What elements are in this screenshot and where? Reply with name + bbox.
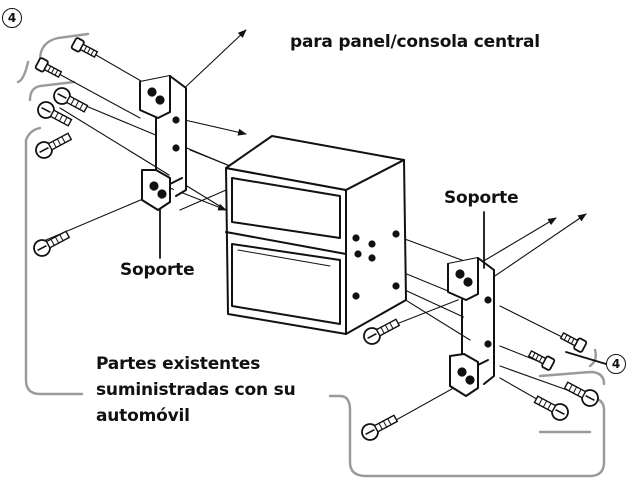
existing-parts-label-line1: Partes existentes — [96, 354, 261, 374]
screw-icon — [37, 101, 73, 127]
screw-icon — [563, 381, 599, 407]
screw-group-bracket-right — [328, 348, 606, 478]
existing-parts-label-line2: suministradas con su — [96, 380, 296, 400]
screw-group-bracket-left — [16, 32, 90, 396]
bracket-left-label: Soporte — [120, 260, 195, 280]
bracket-left — [139, 75, 187, 211]
screw-count-callout-right: 4 — [606, 354, 626, 374]
mount-title-label: para panel/consola central — [290, 32, 540, 52]
screw-icon — [361, 414, 399, 441]
screw-icon — [34, 57, 63, 79]
screw-icon — [35, 132, 73, 159]
screws — [33, 37, 599, 441]
screw-icon — [363, 318, 401, 345]
screw-icon — [33, 230, 71, 257]
screw-icon — [533, 395, 569, 421]
screw-count-callout-left: 4 — [2, 8, 22, 28]
bracket-right — [447, 257, 495, 397]
leader-callout-right — [565, 351, 607, 365]
existing-parts-label-line3: automóvil — [96, 406, 190, 426]
screw-icon — [527, 349, 556, 371]
screw-icon — [559, 331, 588, 353]
unit-box — [225, 135, 407, 335]
bracket-right-label: Soporte — [444, 188, 519, 208]
screw-icon — [70, 37, 99, 59]
screw-icon — [53, 87, 89, 113]
